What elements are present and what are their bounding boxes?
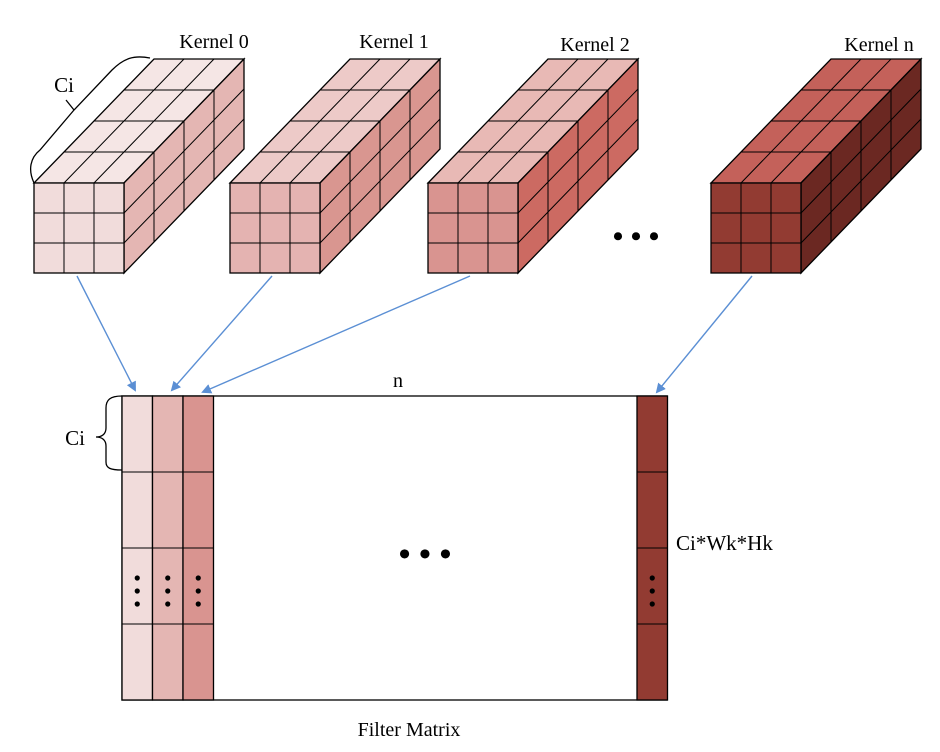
kernel-ci-brace <box>29 56 151 184</box>
matrix-vertical-ellipsis-dot <box>195 601 201 607</box>
kernels-ellipsis: • • • <box>613 220 660 253</box>
matrix-column-n <box>636 395 669 701</box>
arrow-kernel-1 <box>170 275 273 392</box>
matrix-center-ellipsis: • • • <box>399 536 452 573</box>
matrix-caption: Filter Matrix <box>358 719 461 741</box>
matrix-vertical-ellipsis-dot <box>649 575 655 581</box>
arrow-kernel-n <box>655 275 753 394</box>
arrow-kernel-2 <box>201 275 471 394</box>
matrix-vertical-ellipsis-dot <box>134 601 140 607</box>
kernel-ci-label: Ci <box>54 73 74 97</box>
kernel-n-label: Kernel n <box>844 34 913 56</box>
matrix-n-label: n <box>393 370 403 392</box>
kernel-front-face <box>33 182 125 274</box>
matrix-rows-label: Ci*Wk*Hk <box>676 531 773 555</box>
kernel-2-label: Kernel 2 <box>560 34 629 56</box>
matrix-vertical-ellipsis-dot <box>649 588 655 594</box>
matrix-ci-label: Ci <box>65 426 85 450</box>
kernels-row <box>32 57 923 275</box>
kernel-n-cube <box>709 57 923 275</box>
kernel-0-cube <box>32 57 246 275</box>
matrix-vertical-ellipsis-dot <box>165 601 171 607</box>
matrix-vertical-ellipsis-dot <box>195 575 201 581</box>
matrix-vertical-ellipsis-dot <box>134 575 140 581</box>
kernel-1-label: Kernel 1 <box>359 31 428 53</box>
matrix-vertical-ellipsis-dot <box>134 588 140 594</box>
kernel-front-face <box>710 182 802 274</box>
arrows <box>76 275 753 394</box>
matrix-vertical-ellipsis-dot <box>195 588 201 594</box>
kernel-front-face <box>229 182 321 274</box>
kernel-0-label: Kernel 0 <box>179 31 248 53</box>
arrow-kernel-0 <box>76 275 136 392</box>
matrix-column-0 <box>121 395 154 701</box>
filter-matrix <box>121 395 669 701</box>
matrix-column-1 <box>151 395 184 701</box>
matrix-vertical-ellipsis-dot <box>165 588 171 594</box>
matrix-column-2 <box>182 395 215 701</box>
kernel-1-cube <box>228 57 442 275</box>
matrix-vertical-ellipsis-dot <box>165 575 171 581</box>
matrix-ci-brace <box>95 395 123 471</box>
kernel-front-face <box>427 182 519 274</box>
kernel-2-cube <box>426 57 640 275</box>
matrix-vertical-ellipsis-dot <box>649 601 655 607</box>
